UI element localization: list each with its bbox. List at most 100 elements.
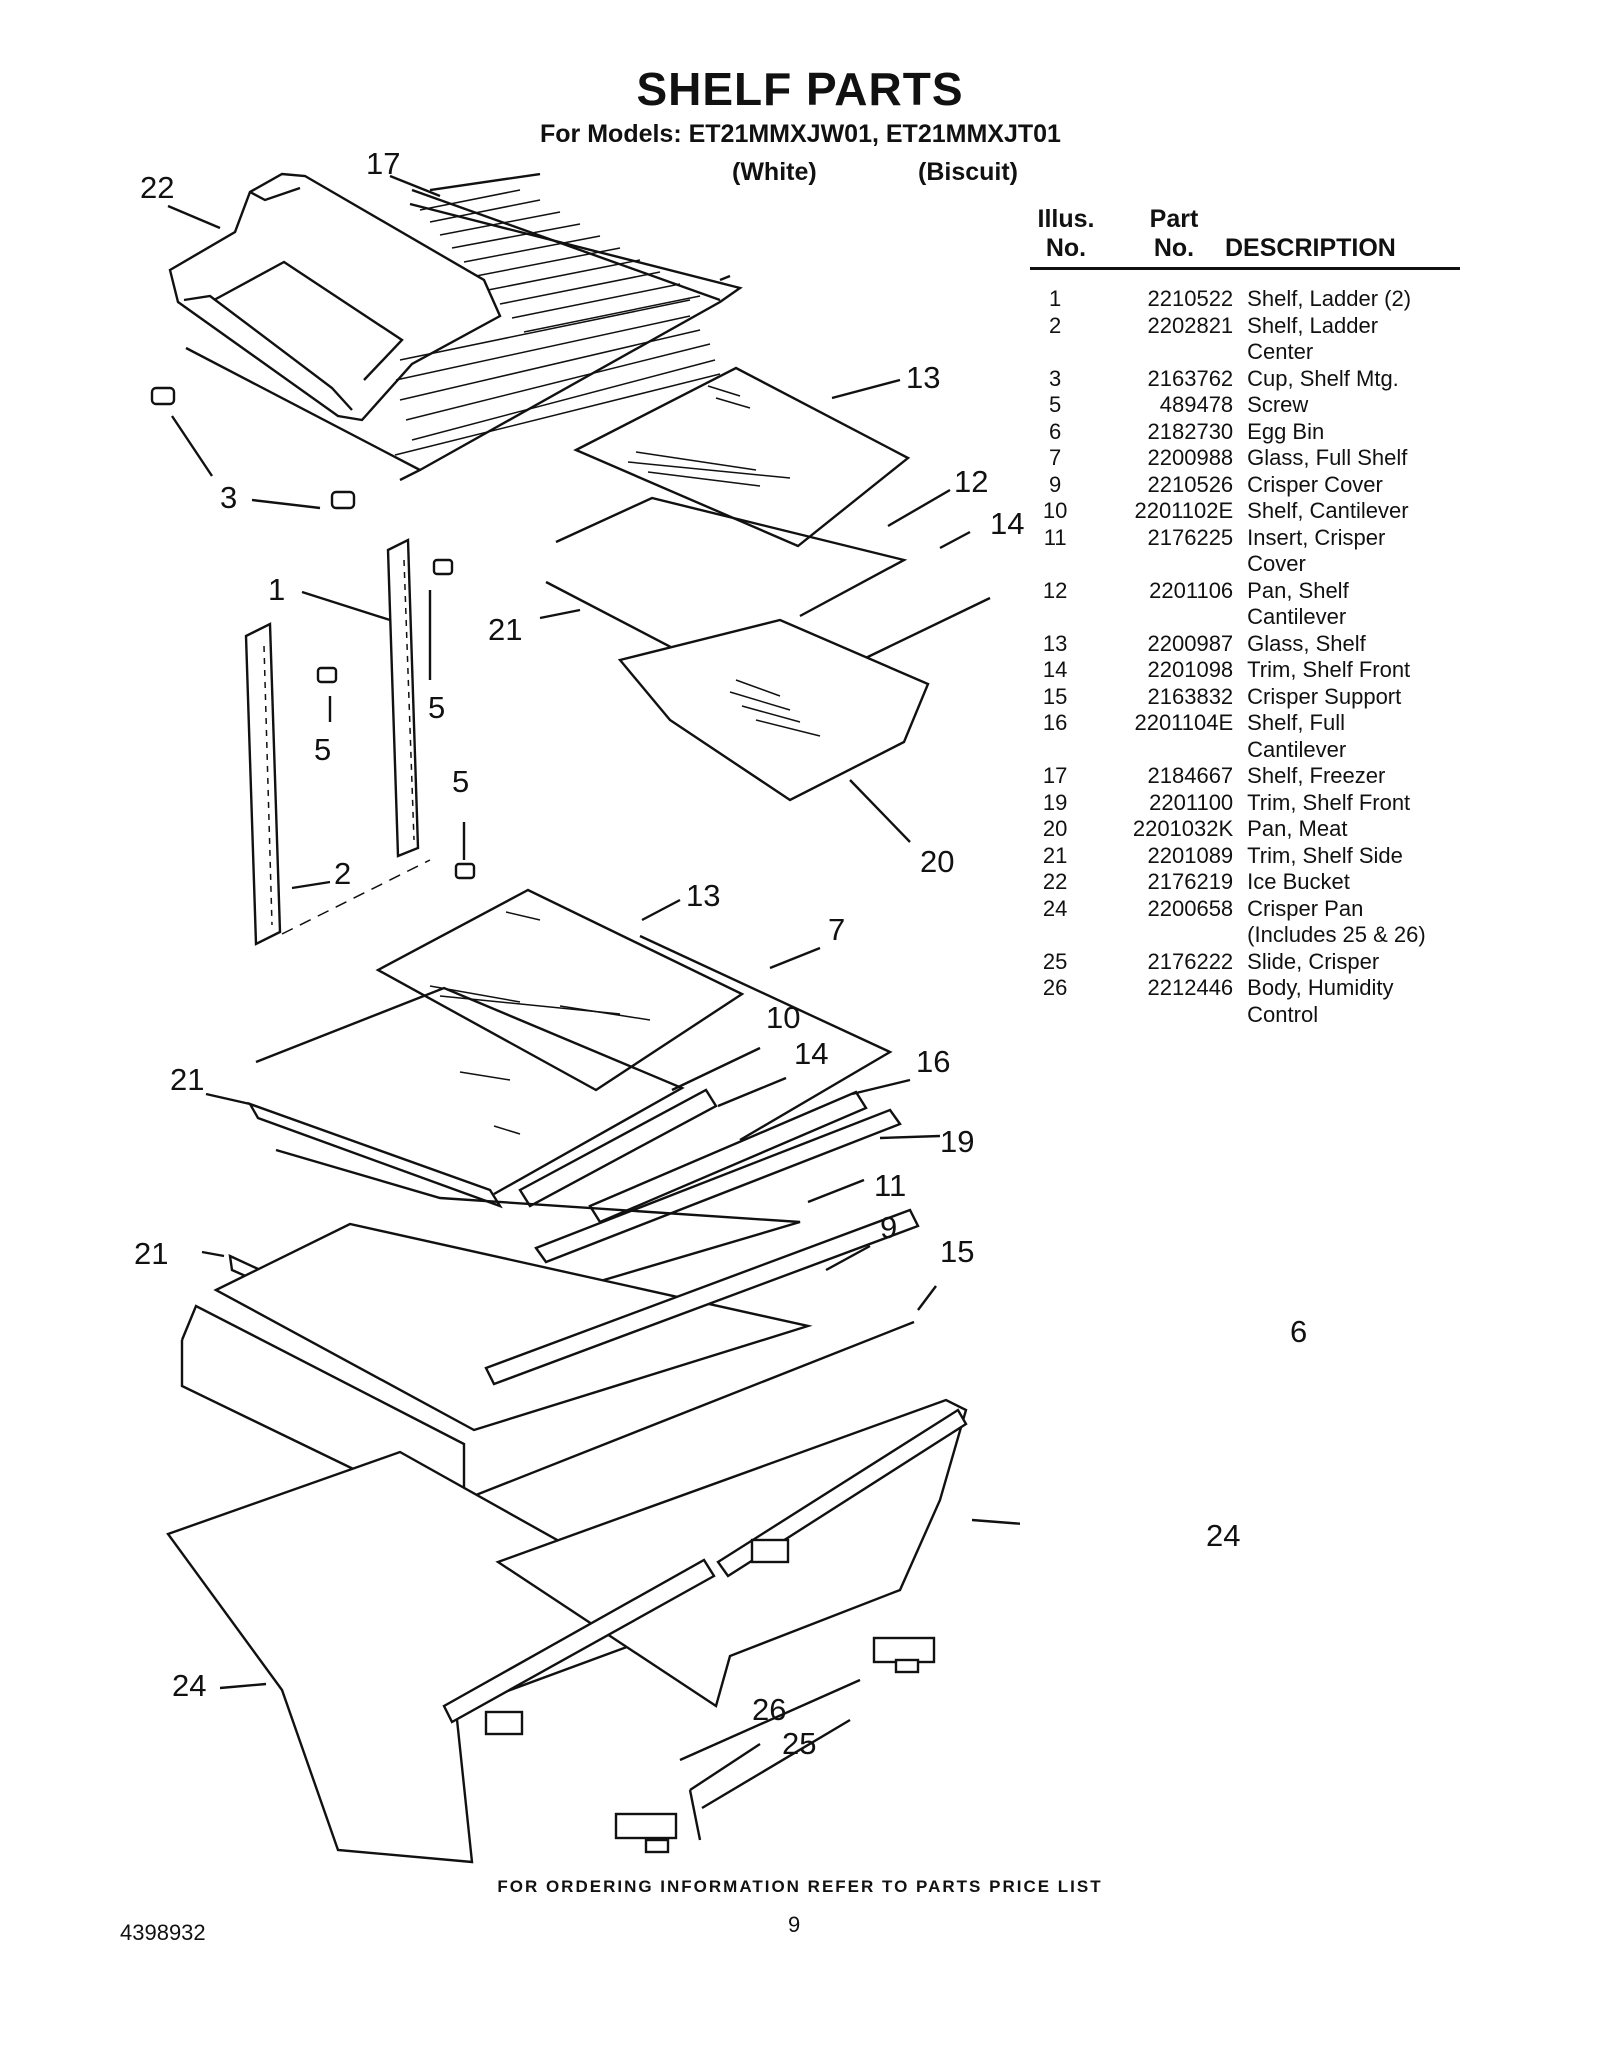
part-number: 2202821 bbox=[1147, 312, 1234, 338]
table-row: (Includes 25 & 26) bbox=[1030, 922, 1460, 949]
table-row: 19 2201100 Trim, Shelf Front bbox=[1030, 790, 1460, 817]
part-description: Trim, Shelf Front bbox=[1247, 657, 1411, 682]
meat-pan-shelf-illustration bbox=[545, 366, 991, 802]
callout-25: 25 bbox=[782, 1726, 817, 1761]
part-number: 2163762 bbox=[1147, 365, 1234, 391]
part-description: Slide, Crisper bbox=[1247, 948, 1380, 974]
part-number: 2201098 bbox=[1147, 657, 1234, 682]
part-number bbox=[1080, 604, 1233, 631]
illus-number: 16 bbox=[1042, 710, 1068, 735]
table-row: 10 2201102E Shelf, Cantilever bbox=[1030, 498, 1460, 525]
illus-number: 1 bbox=[1049, 286, 1062, 311]
callout-20: 20 bbox=[920, 844, 955, 879]
illus-number: 10 bbox=[1042, 498, 1068, 523]
illus-number: 24 bbox=[1042, 895, 1068, 921]
callout-3: 3 bbox=[220, 480, 238, 515]
part-number bbox=[1080, 922, 1233, 949]
illus-number: 20 bbox=[1042, 816, 1068, 841]
illus-number: 21 bbox=[1042, 842, 1068, 868]
part-description: (Includes 25 & 26) bbox=[1247, 922, 1426, 947]
callout-9: 9 bbox=[880, 1210, 898, 1245]
callout-1: 1 bbox=[268, 572, 286, 607]
table-row: 12 2201106 Pan, Shelf bbox=[1030, 578, 1460, 605]
illus-number: 26 bbox=[1042, 975, 1068, 1000]
callout-13: 13 bbox=[906, 360, 941, 395]
callout-15: 15 bbox=[940, 1234, 975, 1269]
part-description: Trim, Shelf Front bbox=[1247, 789, 1411, 815]
part-description: Crisper Cover bbox=[1247, 471, 1383, 497]
col-part-header: Part No. bbox=[1118, 205, 1230, 263]
part-number: 2210526 bbox=[1147, 471, 1234, 497]
table-row: Cantilever bbox=[1030, 604, 1460, 631]
page-number: 9 bbox=[788, 1912, 801, 1937]
part-number: 2200987 bbox=[1147, 630, 1234, 656]
illus-number bbox=[1030, 551, 1080, 578]
part-number bbox=[1080, 551, 1233, 578]
part-description: Glass, Shelf bbox=[1247, 630, 1366, 656]
callout-17: 17 bbox=[366, 146, 401, 181]
illus-number: 19 bbox=[1042, 789, 1068, 815]
part-number: 2201032K bbox=[1132, 816, 1234, 841]
col-illus-line2: No. bbox=[1045, 234, 1087, 262]
illus-number: 12 bbox=[1042, 577, 1068, 603]
document-number: 4398932 bbox=[120, 1920, 206, 1945]
leader-arrows bbox=[167, 174, 1020, 1841]
illus-number bbox=[1030, 339, 1080, 366]
part-number: 2184667 bbox=[1147, 763, 1234, 788]
part-description: Shelf, Full bbox=[1247, 710, 1345, 735]
table-row: Center bbox=[1030, 339, 1460, 366]
part-number: 2201102E bbox=[1134, 498, 1234, 523]
part-description: Egg Bin bbox=[1247, 418, 1325, 444]
part-description: Body, Humidity bbox=[1247, 975, 1394, 1000]
part-description: Pan, Shelf bbox=[1247, 577, 1349, 603]
table-row: Control bbox=[1030, 1002, 1460, 1029]
callout-24: 24 bbox=[172, 1668, 207, 1703]
part-number: 2201106 bbox=[1149, 577, 1234, 603]
col-part-line1: Part bbox=[1149, 205, 1199, 233]
callout-21: 21 bbox=[134, 1236, 169, 1271]
part-number: 2182730 bbox=[1147, 418, 1234, 444]
part-description: Glass, Full Shelf bbox=[1247, 445, 1408, 470]
freezer-shelf-illustration bbox=[185, 172, 743, 482]
callout-22: 22 bbox=[140, 170, 175, 205]
callout-26: 26 bbox=[752, 1692, 787, 1727]
part-description: Insert, Crisper bbox=[1247, 524, 1386, 550]
screws-illustration bbox=[316, 558, 476, 880]
callout-19: 19 bbox=[940, 1124, 975, 1159]
col-illus-line1: Illus. bbox=[1037, 205, 1095, 233]
illus-number bbox=[1030, 922, 1080, 949]
part-description: Cantilever bbox=[1247, 604, 1347, 629]
variant-biscuit: (Biscuit) bbox=[918, 158, 1018, 186]
variant-white: (White) bbox=[732, 158, 817, 186]
callout-13: 13 bbox=[686, 878, 721, 913]
callout-11: 11 bbox=[874, 1168, 907, 1203]
illus-number: 22 bbox=[1042, 869, 1068, 894]
part-number: 2210522 bbox=[1147, 286, 1234, 311]
part-number: 2201100 bbox=[1149, 789, 1234, 815]
callout-2: 2 bbox=[334, 856, 352, 891]
part-description: Shelf, Freezer bbox=[1247, 763, 1386, 788]
col-part-line2: No. bbox=[1153, 234, 1195, 262]
part-description: Shelf, Cantilever bbox=[1247, 498, 1409, 523]
part-number bbox=[1080, 1002, 1233, 1029]
callout-7: 7 bbox=[828, 912, 846, 947]
part-number: 2212446 bbox=[1147, 975, 1234, 1000]
exploded-parts-diagram bbox=[150, 172, 1020, 1864]
illus-number: 7 bbox=[1049, 445, 1062, 470]
part-number: 2176225 bbox=[1147, 524, 1234, 550]
ice-bucket-illustration bbox=[168, 172, 502, 422]
table-row: 26 2212446 Body, Humidity bbox=[1030, 975, 1460, 1002]
